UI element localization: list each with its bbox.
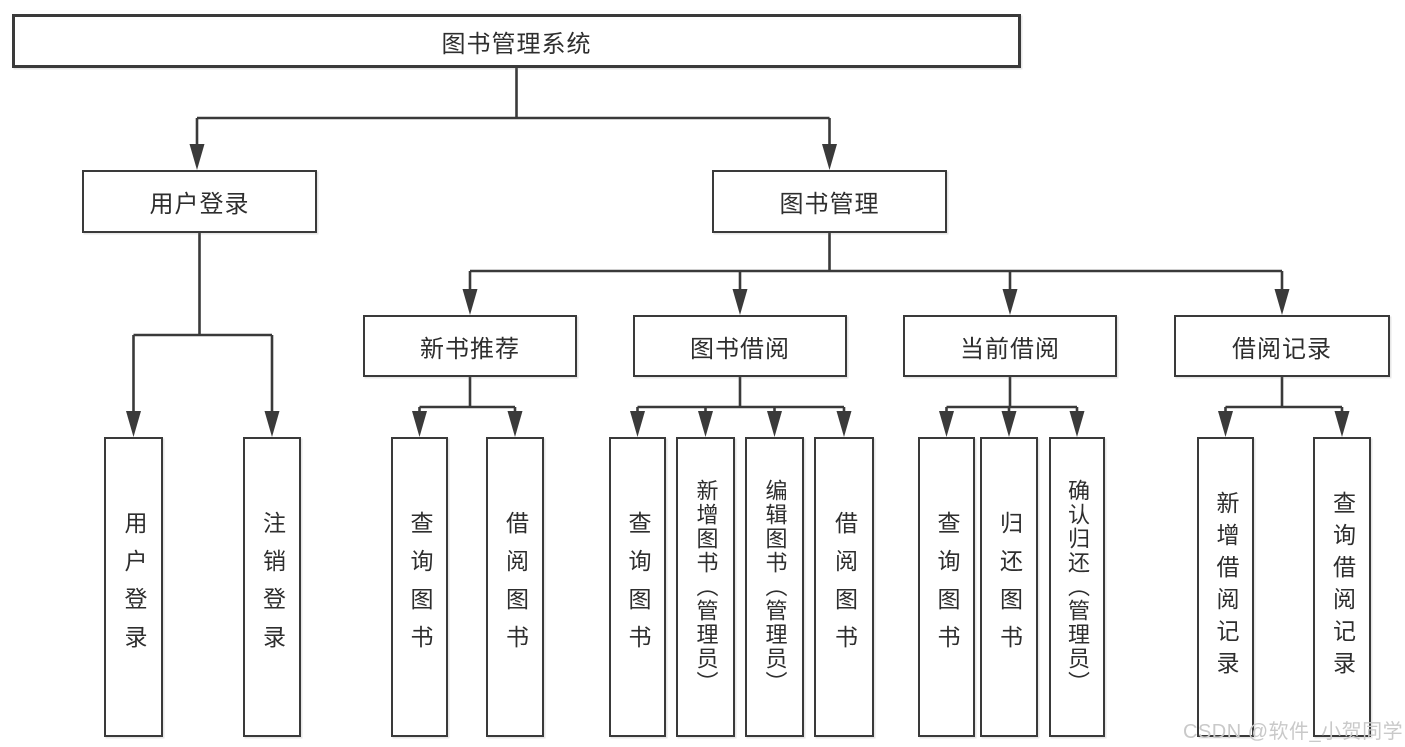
leaf-borrow-books-recommend: 借阅图书 bbox=[486, 437, 544, 737]
node-label: 借阅记录 bbox=[1232, 335, 1332, 363]
node-label: 确认归还（管理员） bbox=[1065, 479, 1090, 695]
node-label: 查询图书 bbox=[407, 511, 433, 663]
node-label: 图书管理 bbox=[779, 191, 880, 218]
node-library-system: 图书管理系统 bbox=[12, 14, 1021, 68]
node-label: 用户登录 bbox=[149, 191, 250, 218]
node-label: 图书借阅 bbox=[690, 335, 790, 363]
node-user-login-group: 用户登录 bbox=[82, 170, 317, 233]
leaf-query-books-recommend: 查询图书 bbox=[391, 437, 448, 737]
node-label: 查询借阅记录 bbox=[1329, 491, 1356, 683]
node-label: 图书管理系统 bbox=[441, 30, 592, 58]
leaf-add-borrow-record: 新增借阅记录 bbox=[1197, 437, 1254, 737]
node-label: 注销登录 bbox=[259, 511, 286, 663]
watermark: CSDN @软件_小贺同学 bbox=[1183, 721, 1404, 743]
node-label: 查询图书 bbox=[934, 511, 960, 663]
leaf-borrow-books: 借阅图书 bbox=[814, 437, 874, 737]
node-borrowing-records: 借阅记录 bbox=[1174, 315, 1390, 377]
node-label: 当前借阅 bbox=[960, 335, 1060, 363]
node-label: 借阅图书 bbox=[502, 511, 529, 663]
node-book-borrowing: 图书借阅 bbox=[633, 315, 847, 377]
leaf-query-books-borrowing: 查询图书 bbox=[609, 437, 666, 737]
node-label: 编辑图书（管理员） bbox=[762, 479, 788, 695]
node-new-book-recommend: 新书推荐 bbox=[363, 315, 577, 377]
node-label: 归还图书 bbox=[996, 511, 1023, 663]
node-label: 用户登录 bbox=[121, 511, 147, 663]
node-label: 借阅图书 bbox=[831, 511, 858, 663]
leaf-return-books: 归还图书 bbox=[980, 437, 1038, 737]
leaf-user-login: 用户登录 bbox=[104, 437, 163, 737]
node-label: 新书推荐 bbox=[420, 335, 520, 363]
leaf-query-books-current: 查询图书 bbox=[918, 437, 975, 737]
leaf-query-borrow-record: 查询借阅记录 bbox=[1313, 437, 1371, 737]
leaf-logout: 注销登录 bbox=[243, 437, 301, 737]
node-label: 查询图书 bbox=[625, 511, 651, 663]
leaf-edit-books-admin: 编辑图书（管理员） bbox=[745, 437, 804, 737]
leaf-add-books-admin: 新增图书（管理员） bbox=[676, 437, 735, 737]
node-label: 新增借阅记录 bbox=[1213, 491, 1239, 683]
node-label: 新增图书（管理员） bbox=[693, 479, 719, 695]
node-book-management: 图书管理 bbox=[712, 170, 947, 233]
leaf-confirm-return-admin: 确认归还（管理员） bbox=[1049, 437, 1105, 737]
node-current-borrowing: 当前借阅 bbox=[903, 315, 1117, 377]
